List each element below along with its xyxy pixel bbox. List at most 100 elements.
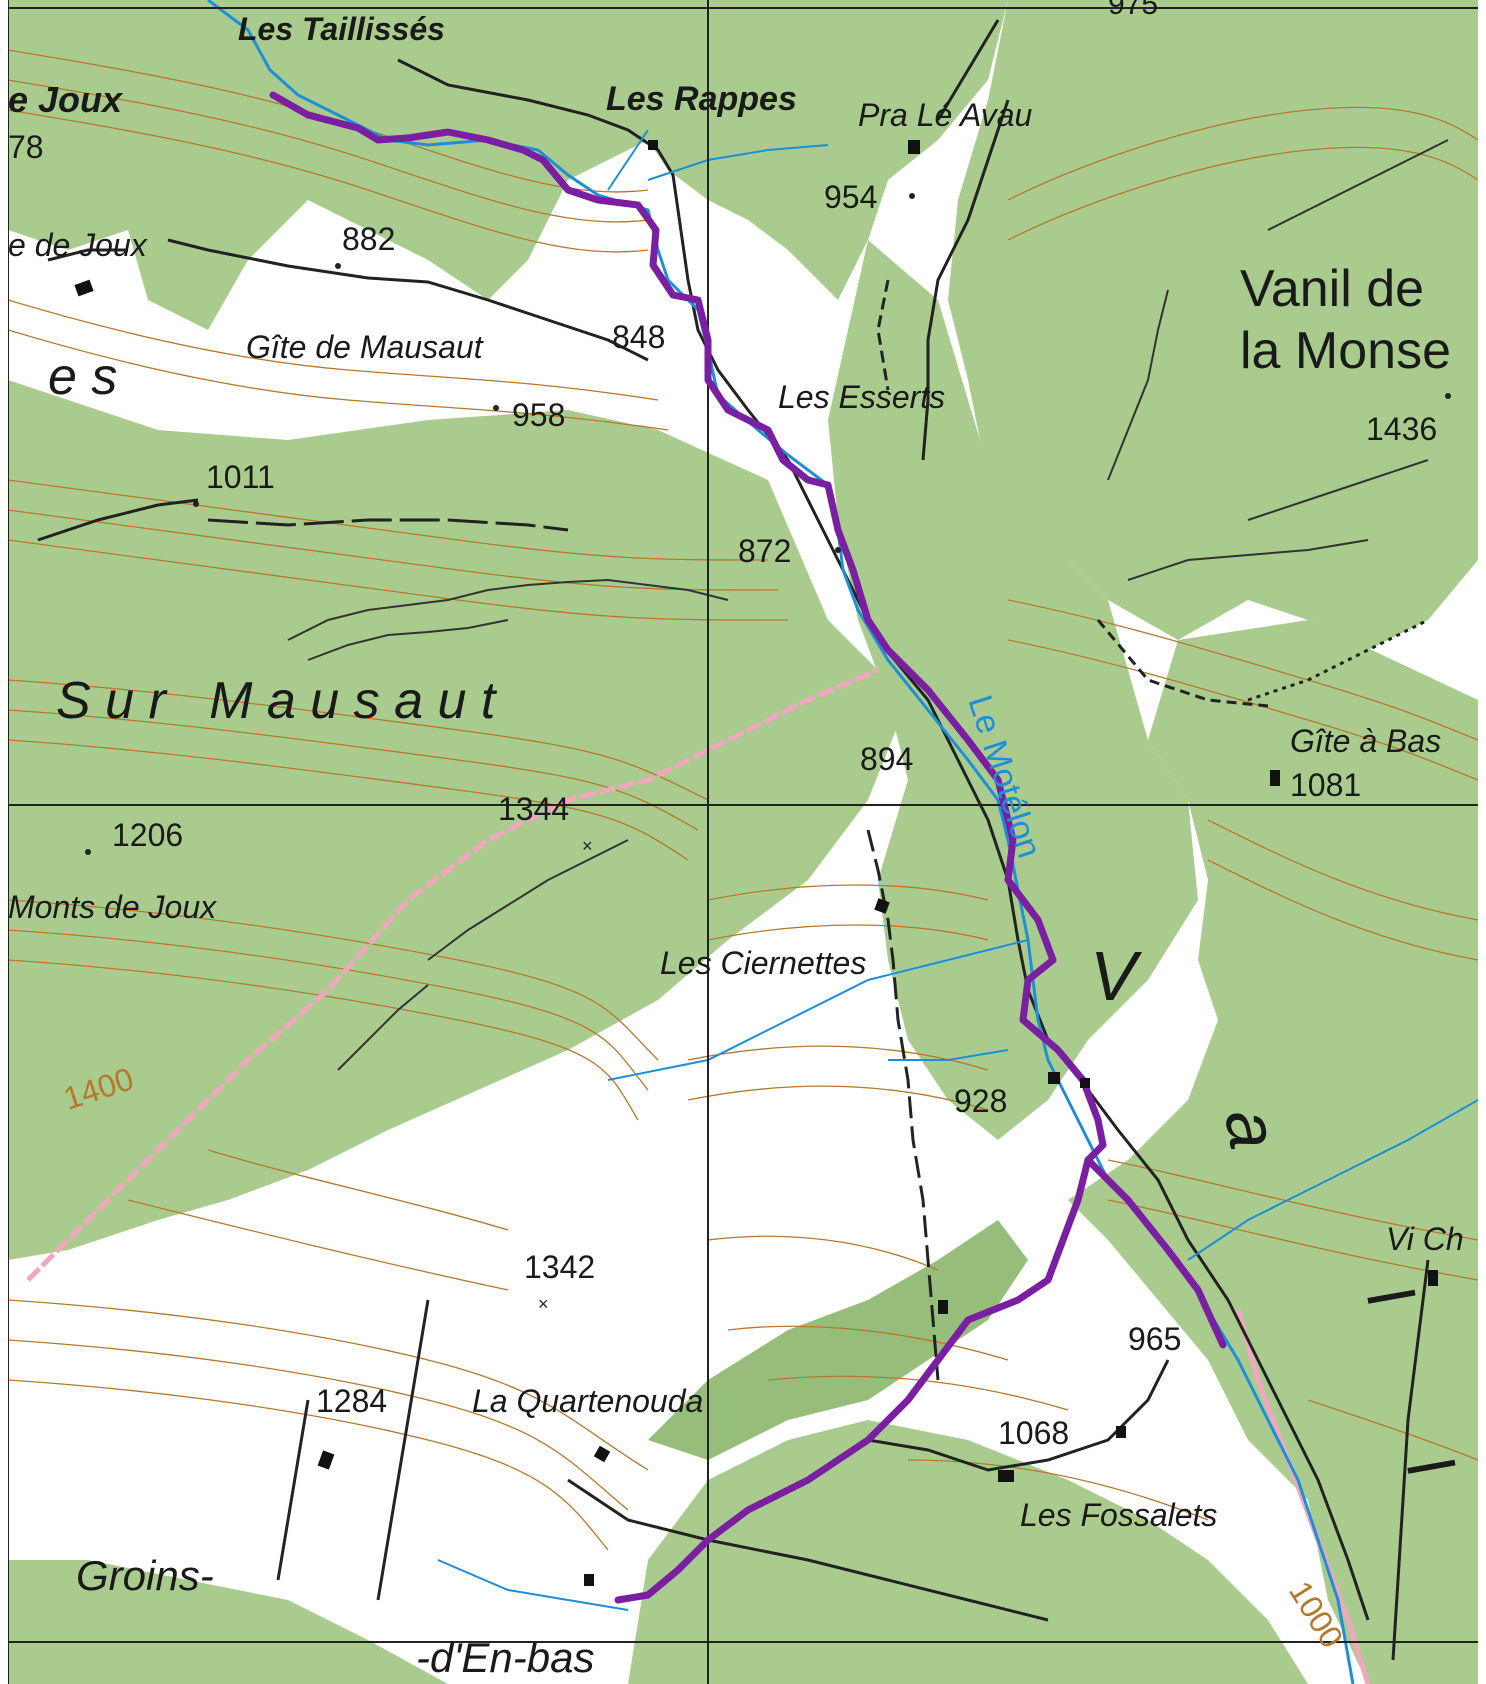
label-les-esserts: Les Esserts bbox=[778, 379, 945, 415]
road-hill-882 bbox=[47, 248, 128, 262]
forest-area-east-valley bbox=[1068, 620, 1478, 1684]
road-gite-mausaut bbox=[167, 238, 649, 362]
elevation-78: 78 bbox=[8, 129, 44, 165]
elevation-1206: 1206 bbox=[112, 817, 183, 853]
building-ciernettes bbox=[874, 898, 890, 914]
elevation-1011: 1011 bbox=[206, 459, 275, 495]
building-east bbox=[1080, 1078, 1090, 1088]
elevation-928: 928 bbox=[954, 1083, 1007, 1119]
label-gite-de-mausaut: Gîte de Mausaut bbox=[246, 329, 484, 365]
summit-markers: × × bbox=[85, 193, 1451, 1314]
label-groins-line2: -d'En-bas bbox=[416, 1634, 594, 1681]
road-main-north bbox=[397, 58, 1370, 1621]
map-canvas[interactable]: Les Taillissés Les Rappes Pra Lé Avau e … bbox=[8, 0, 1478, 1684]
elevation-1436: 1436 bbox=[1366, 411, 1437, 447]
stream-south-center bbox=[888, 1049, 1009, 1061]
road-south bbox=[567, 1478, 1049, 1622]
building-rappes bbox=[648, 140, 658, 150]
building-joux bbox=[74, 279, 94, 297]
road-east bbox=[936, 19, 1000, 121]
elevation-1081: 1081 bbox=[1290, 767, 1361, 803]
label-les-rappes: Les Rappes bbox=[606, 80, 797, 118]
building-quartenouda bbox=[593, 1445, 611, 1463]
label-vi-ch: Vi Ch bbox=[1386, 1221, 1464, 1257]
point-marker-1206 bbox=[85, 849, 91, 855]
label-gite-a-bas: Gîte à Bas bbox=[1290, 723, 1441, 759]
stream-east-tributary bbox=[1187, 1099, 1478, 1261]
building-1068 bbox=[1116, 1426, 1126, 1438]
building-928 bbox=[1048, 1072, 1060, 1084]
elevation-975: 975 bbox=[1108, 0, 1158, 21]
forest-area-south-center bbox=[648, 1220, 1028, 1460]
point-marker-872 bbox=[835, 547, 841, 553]
road-groins bbox=[276, 1399, 310, 1581]
road-west-1011 bbox=[37, 498, 199, 542]
building-south-center bbox=[938, 1300, 948, 1314]
elevation-965: 965 bbox=[1128, 1321, 1181, 1357]
contour-lines bbox=[8, 49, 1478, 1551]
building-groins bbox=[584, 1574, 594, 1586]
label-les-ciernettes: Les Ciernettes bbox=[660, 945, 866, 981]
label-les-taillisses: Les Taillissés bbox=[238, 11, 445, 47]
label-monts-de-joux: Monts de Joux bbox=[8, 889, 217, 925]
label-groins-line1: Groins- bbox=[76, 1552, 214, 1599]
label-les-fossalets: Les Fossalets bbox=[1020, 1497, 1217, 1533]
building-vi-ch bbox=[1428, 1270, 1438, 1286]
elevation-894: 894 bbox=[860, 741, 913, 777]
point-marker-1436 bbox=[1445, 393, 1451, 399]
hiking-route-branch[interactable] bbox=[614, 1156, 1092, 1604]
summit-marker-1344: × bbox=[582, 836, 593, 856]
label-joux: e Joux bbox=[8, 79, 124, 120]
point-marker-1011 bbox=[193, 501, 199, 507]
building-1284 bbox=[317, 1450, 335, 1470]
road-quartenouda bbox=[376, 1299, 430, 1601]
elevation-882: 882 bbox=[342, 221, 395, 257]
roads bbox=[37, 19, 1430, 1661]
elevation-1344: 1344 bbox=[498, 791, 569, 827]
label-vanil-line1: Vanil de bbox=[1240, 260, 1424, 318]
point-marker-958 bbox=[493, 405, 499, 411]
road-ridge-1011 bbox=[207, 518, 569, 532]
stream-rappes bbox=[607, 129, 649, 191]
boundary-line-west bbox=[26, 667, 879, 1282]
building-fossalets bbox=[998, 1470, 1014, 1482]
label-sur-mausaut: S u r M a u s a u t bbox=[56, 672, 498, 730]
elevation-848: 848 bbox=[612, 319, 665, 355]
stream-north-small bbox=[647, 144, 829, 181]
boundary-line-southeast bbox=[1235, 1309, 1371, 1684]
road-vi-ch bbox=[1391, 1259, 1430, 1661]
road-esserts bbox=[921, 99, 1010, 461]
label-valley-letter-1: V bbox=[1090, 937, 1143, 1015]
summit-marker-1342: × bbox=[538, 1294, 549, 1314]
label-la-quartenouda: La Quartenouda bbox=[472, 1383, 703, 1419]
road-esserts-branch bbox=[876, 279, 890, 391]
map-grid bbox=[8, 0, 1478, 1684]
building-pra-le-avau bbox=[908, 140, 920, 154]
label-region-es: e s bbox=[48, 348, 117, 406]
road-fossalets bbox=[867, 1359, 1170, 1472]
stream-groins bbox=[437, 1559, 629, 1611]
elevation-1068: 1068 bbox=[998, 1415, 1069, 1451]
building-1081 bbox=[1270, 770, 1280, 786]
label-de-joux: e de Joux bbox=[8, 227, 148, 263]
elevation-1342: 1342 bbox=[524, 1249, 595, 1285]
stream-ciernettes bbox=[607, 939, 1029, 1081]
elevation-958: 958 bbox=[512, 397, 565, 433]
topographic-map[interactable]: Les Taillissés Les Rappes Pra Lé Avau e … bbox=[8, 0, 1478, 1684]
forest-area-southwest bbox=[8, 1560, 448, 1684]
forest-areas bbox=[8, 0, 1478, 1684]
point-marker-954 bbox=[909, 193, 915, 199]
hiking-route[interactable] bbox=[269, 91, 1227, 1349]
point-marker-882 bbox=[335, 263, 341, 269]
road-path-dotted bbox=[1247, 618, 1429, 702]
elevation-872: 872 bbox=[738, 533, 791, 569]
forest-area-northwest bbox=[8, 0, 648, 330]
elevation-1284: 1284 bbox=[316, 1383, 387, 1419]
road-path-gite-bas bbox=[1096, 619, 1269, 708]
cliff-hatching bbox=[287, 139, 1449, 1071]
elevation-954: 954 bbox=[824, 179, 877, 215]
label-vanil-line2: la Monse bbox=[1240, 322, 1451, 380]
forest-area-north-valley bbox=[648, 0, 1008, 300]
streams bbox=[437, 129, 1478, 1611]
buildings bbox=[74, 140, 1438, 1586]
